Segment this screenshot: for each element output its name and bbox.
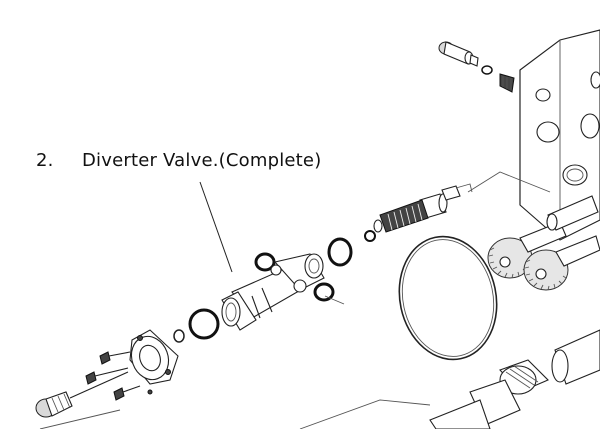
relief-fitting (438, 41, 515, 93)
o-ring-front-small (173, 329, 185, 343)
shaft-assembly (39, 195, 600, 429)
drive-gear-lower (523, 235, 600, 291)
large-gasket-ring (398, 235, 498, 361)
part-callout: 2. Diverter Valve.(Complete) (36, 150, 321, 171)
callout-label: Diverter Valve.(Complete) (82, 150, 322, 171)
diverter-spring (364, 183, 473, 242)
pump-housing-block (519, 29, 600, 241)
mounting-screws (85, 351, 153, 401)
diverter-valve-body (221, 253, 325, 331)
diverter-flange (129, 329, 179, 385)
callout-number: 2. (36, 150, 54, 171)
callout-leader-line (199, 181, 233, 273)
o-ring-side (313, 282, 335, 302)
o-ring-rear (327, 237, 353, 267)
o-ring-top (254, 252, 276, 272)
drain-plug (35, 371, 129, 418)
o-ring-front-large (188, 308, 220, 340)
